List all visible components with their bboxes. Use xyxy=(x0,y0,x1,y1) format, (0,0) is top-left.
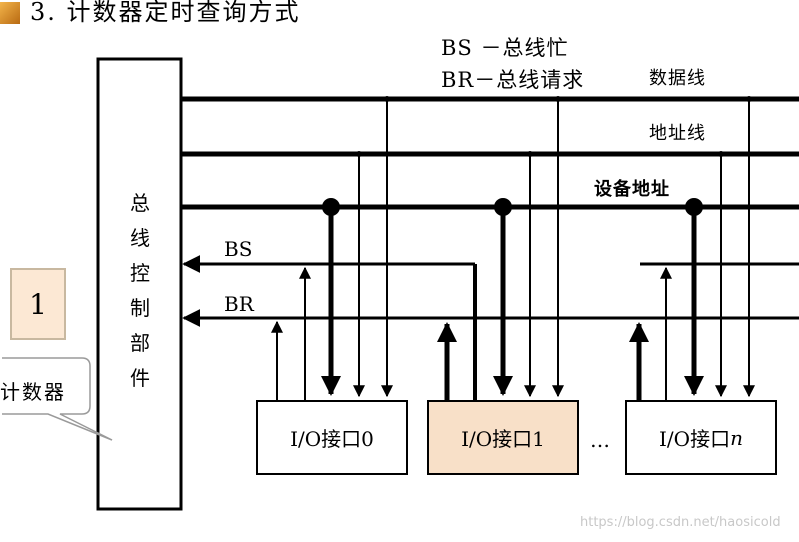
controller-char: 部 xyxy=(130,331,150,355)
ellipsis: … xyxy=(590,428,612,452)
io-interface-suffix: n xyxy=(730,425,743,450)
device-address-label: 设备地址 xyxy=(594,179,670,200)
legend-bs: BS －总线忙 xyxy=(441,36,569,60)
io-interface-label: I/O接口1 xyxy=(461,427,545,451)
controller-char: 制 xyxy=(130,296,150,320)
counter-value: 1 xyxy=(29,287,47,321)
legend-br: BR－总线请求 xyxy=(441,68,585,92)
controller-char: 总 xyxy=(130,191,150,215)
io-interface-0: I/O接口0 xyxy=(256,400,408,475)
io-interface-1: I/O接口1 xyxy=(427,400,579,475)
watermark: https://blog.csdn.net/haosicold xyxy=(580,515,781,530)
controller-char: 件 xyxy=(130,366,150,390)
counter-value-box: 1 xyxy=(10,268,66,340)
br-signal-label: BR xyxy=(224,292,254,316)
counter-callout-bubble xyxy=(2,357,113,441)
io-interface-label: I/O接口 xyxy=(659,427,731,451)
controller-char: 控 xyxy=(130,261,150,285)
counter-caption: 计数器 xyxy=(0,380,66,404)
address-bus-label: 地址线 xyxy=(649,123,706,144)
page-title: 3. 计数器定时查询方式 xyxy=(30,0,301,26)
data-bus-label: 数据线 xyxy=(649,68,706,89)
title-bullet-icon xyxy=(0,2,20,24)
bus-controller-box xyxy=(96,57,183,511)
io-interface-label: I/O接口0 xyxy=(290,427,374,451)
bs-signal-label: BS xyxy=(224,237,253,261)
controller-char: 线 xyxy=(130,226,150,250)
